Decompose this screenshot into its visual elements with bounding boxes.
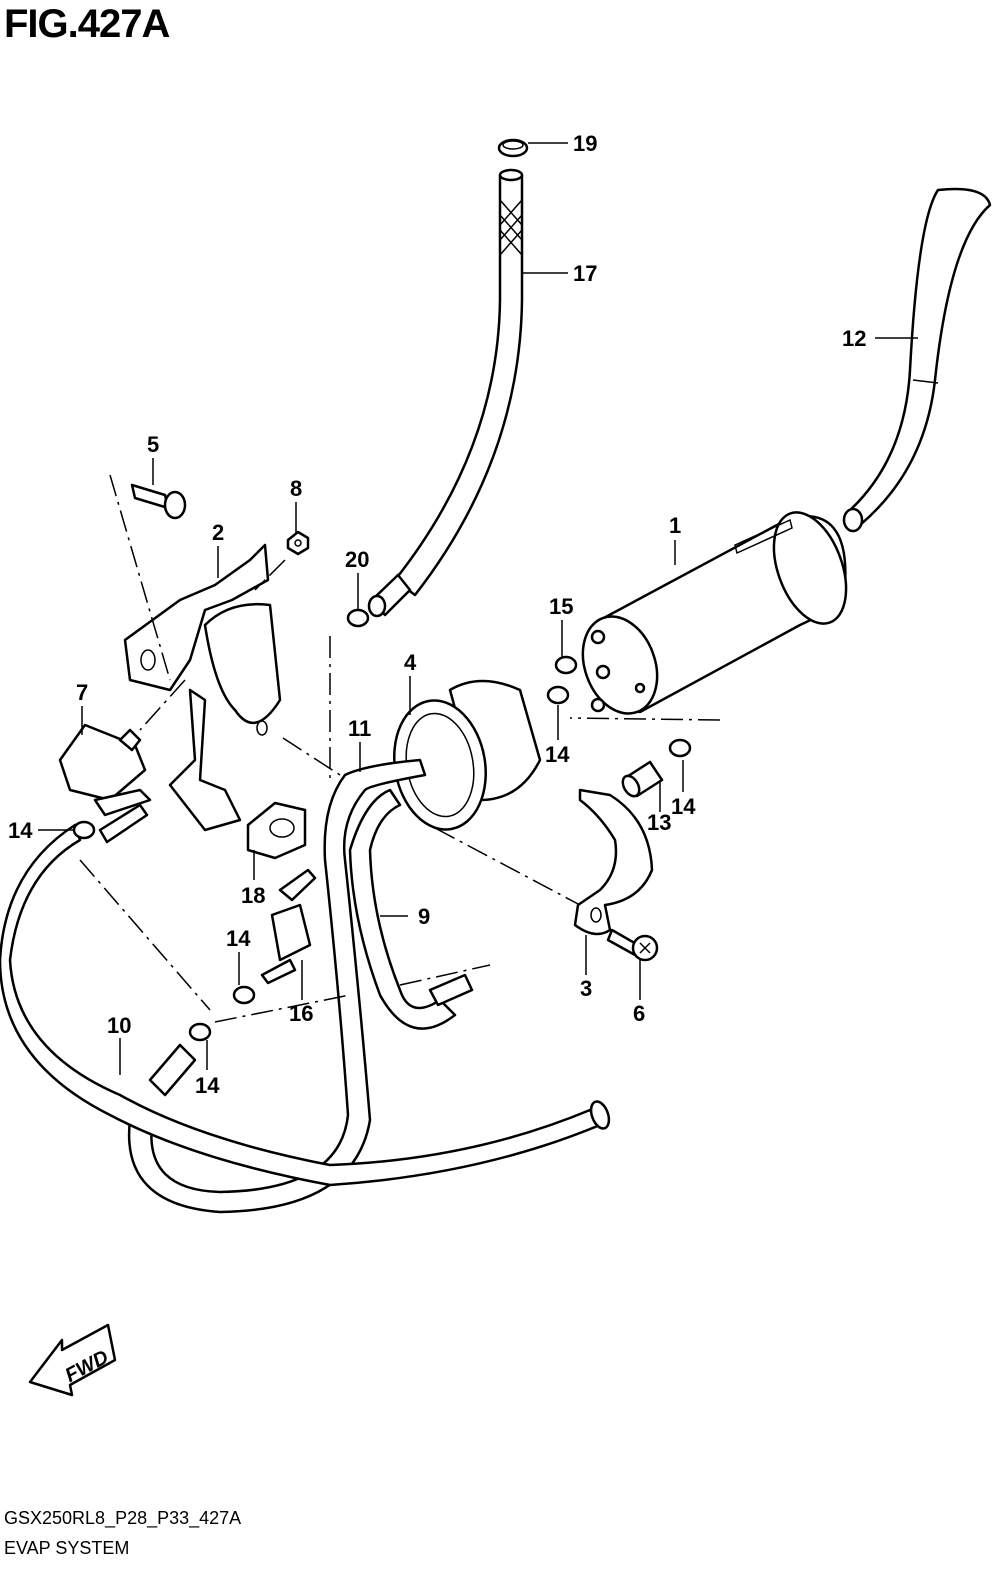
canister-1[interactable] xyxy=(570,503,860,724)
clamp-20[interactable] xyxy=(346,608,370,628)
clamp-19[interactable] xyxy=(497,138,529,158)
callout-12: 12 xyxy=(842,326,866,351)
hose-11[interactable] xyxy=(127,758,427,1214)
callout-9: 9 xyxy=(418,904,430,929)
cap-13[interactable] xyxy=(619,760,664,799)
hose-9[interactable] xyxy=(348,788,474,1030)
callout-3: 3 xyxy=(580,976,592,1001)
callout-5: 5 xyxy=(147,432,159,457)
callout-15: 15 xyxy=(549,594,573,619)
figure-title: FIG.427A xyxy=(4,2,170,46)
callout-1: 1 xyxy=(669,513,681,538)
callout-10: 10 xyxy=(107,1013,131,1038)
callout-14-b: 14 xyxy=(545,742,570,767)
clamp-14e[interactable] xyxy=(188,1022,212,1042)
callout-14-e: 14 xyxy=(195,1073,220,1098)
clamp-14b[interactable] xyxy=(546,685,570,705)
clamp-15[interactable] xyxy=(554,655,578,675)
evap-system-diagram: 19 17 12 5 8 1 2 20 15 4 7 11 14 14 13 1… xyxy=(0,131,992,1397)
hose-17[interactable] xyxy=(367,168,524,618)
nut-8[interactable] xyxy=(286,530,310,556)
bracket-3[interactable] xyxy=(573,788,654,936)
fwd-arrow-icon: FWD xyxy=(28,1323,117,1397)
clamp-14c[interactable] xyxy=(668,738,692,758)
hose-12[interactable] xyxy=(842,187,992,533)
callout-6: 6 xyxy=(633,1001,645,1026)
holder-4[interactable] xyxy=(384,679,542,837)
hose-10[interactable] xyxy=(0,823,612,1187)
callout-7: 7 xyxy=(76,680,88,705)
callout-16: 16 xyxy=(289,1001,313,1026)
screw-6[interactable] xyxy=(606,928,659,962)
callout-14-d: 14 xyxy=(226,926,251,951)
callout-4: 4 xyxy=(404,650,417,675)
cushion-18[interactable] xyxy=(246,801,307,860)
footer-model-code: GSX250RL8_P28_P33_427A xyxy=(4,1508,242,1528)
callout-18: 18 xyxy=(241,883,265,908)
callout-17: 17 xyxy=(573,261,597,286)
clamp-14a[interactable] xyxy=(72,820,96,840)
bracket-2[interactable] xyxy=(123,543,282,832)
callout-14-a: 14 xyxy=(8,818,33,843)
footer-section-name: EVAP SYSTEM xyxy=(4,1538,130,1558)
callout-14-c: 14 xyxy=(671,794,696,819)
valve-16[interactable] xyxy=(260,868,317,985)
callout-13: 13 xyxy=(647,810,671,835)
clamp-14d[interactable] xyxy=(232,985,256,1005)
callout-20: 20 xyxy=(345,547,369,572)
bolt-5[interactable] xyxy=(130,483,187,520)
callout-11: 11 xyxy=(348,716,371,741)
callout-8: 8 xyxy=(290,476,302,501)
valve-7[interactable] xyxy=(58,723,152,844)
callout-2: 2 xyxy=(212,520,224,545)
callout-19: 19 xyxy=(573,131,597,156)
